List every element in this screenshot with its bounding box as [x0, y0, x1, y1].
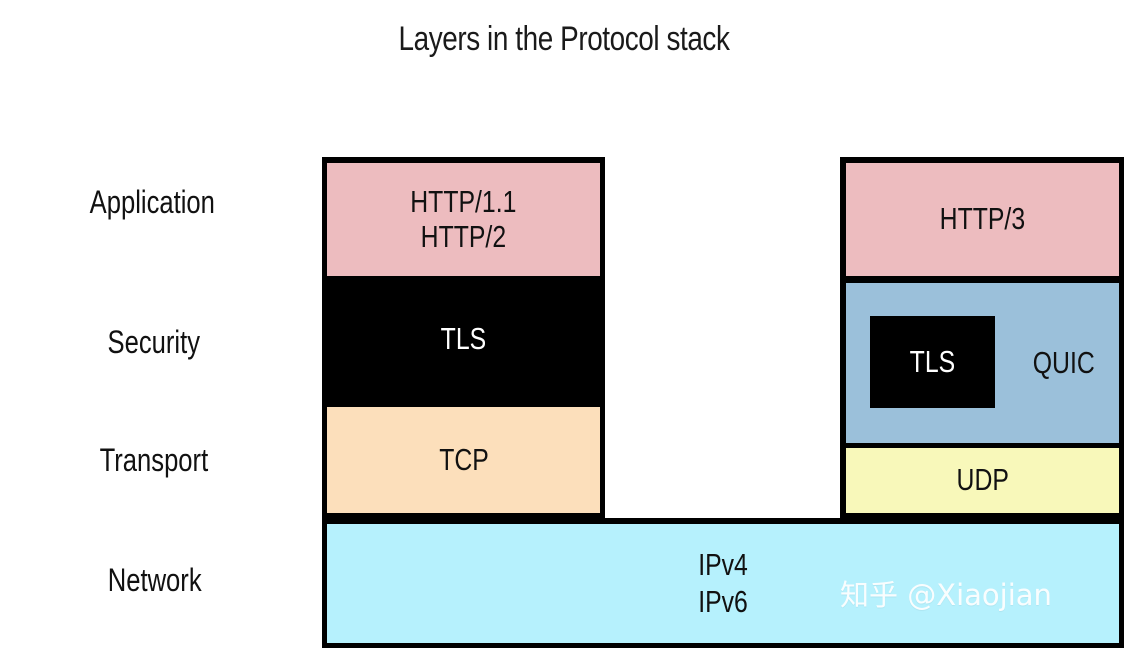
box-quic: TLS QUIC [846, 283, 1119, 443]
layer-label-transport: Transport [99, 442, 209, 478]
box-quic-label: QUIC [1033, 344, 1095, 380]
box-tls-tcp-label: TLS [440, 320, 487, 356]
box-tcp: TCP [327, 407, 600, 513]
box-http3-label: HTTP/3 [939, 201, 1026, 237]
box-http1-http2: HTTP/1.1 HTTP/2 [327, 163, 600, 276]
protocol-stack-quic: HTTP/3 TLS QUIC UDP [840, 157, 1124, 518]
box-udp: UDP [846, 448, 1119, 513]
box-udp-label: UDP [956, 462, 1009, 498]
box-ip: IPv4 IPv6 [327, 524, 1119, 643]
box-ipv4-label: IPv4 [698, 546, 748, 582]
box-tls-quic: TLS [870, 316, 995, 408]
box-http2-label: HTTP/2 [420, 218, 507, 254]
box-ipv6-label: IPv6 [698, 583, 748, 619]
page-title: Layers in the Protocol stack [398, 20, 730, 58]
protocol-stack-tcp: HTTP/1.1 HTTP/2 TLS TCP [322, 157, 605, 518]
box-http3: HTTP/3 [846, 163, 1119, 276]
box-tls-quic-label: TLS [909, 343, 956, 379]
box-tls-tcp: TLS [327, 276, 600, 402]
layer-label-network: Network [107, 562, 202, 598]
box-tcp-label: TCP [438, 441, 489, 477]
box-quic-label-wrap: QUIC [1009, 283, 1119, 443]
layer-label-application: Application [89, 184, 215, 220]
box-http1-label: HTTP/1.1 [410, 183, 517, 219]
network-layer-band: IPv4 IPv6 [322, 518, 1124, 648]
layer-label-security: Security [107, 324, 201, 360]
